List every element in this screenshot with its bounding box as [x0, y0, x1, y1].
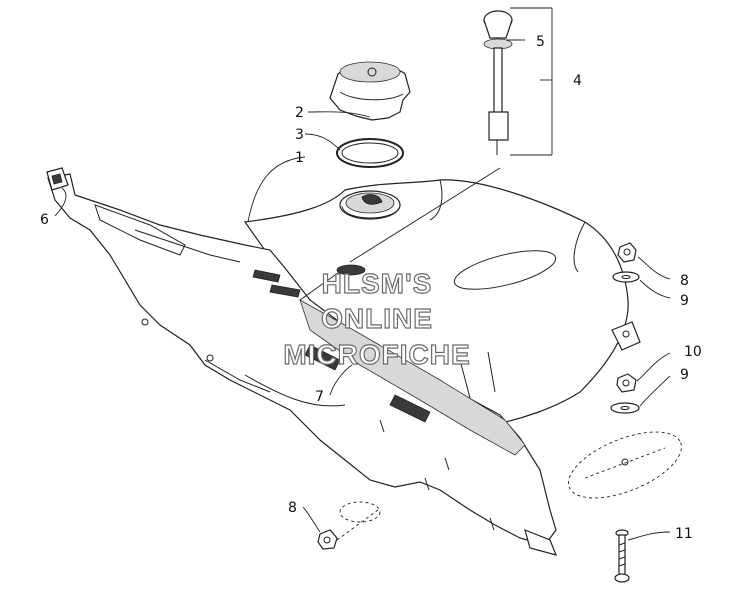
- washer-upper: [612, 271, 640, 283]
- callouts: 1 2 3 4 5 6 7 8 9 10 9 8 11: [40, 34, 702, 542]
- nut-lower: [616, 373, 637, 393]
- washer-lower: [610, 402, 640, 414]
- nut-bottom: [317, 501, 381, 550]
- cap-gasket: [336, 138, 404, 168]
- callout-9-lower: 9: [680, 367, 689, 383]
- sender-opening: [336, 264, 366, 276]
- callout-3: 3: [295, 127, 304, 143]
- callout-9-upper: 9: [680, 293, 689, 309]
- watermark-line-1: HLSM'S: [322, 268, 433, 299]
- callout-4: 4: [573, 73, 582, 89]
- callout-8-lower: 8: [288, 500, 297, 516]
- callout-11: 11: [675, 526, 693, 542]
- callout-1: 1: [295, 150, 304, 166]
- callout-2: 2: [295, 105, 304, 121]
- watermark: HLSM'S ONLINE MICROFICHE: [283, 267, 471, 370]
- fuel-tank: [243, 179, 641, 426]
- callout-5: 5: [536, 34, 545, 50]
- filler-neck: [339, 190, 401, 220]
- callout-8-upper: 8: [680, 273, 689, 289]
- leader-lines: [54, 8, 671, 541]
- callout-7: 7: [315, 389, 324, 405]
- tank-shroud: [47, 173, 558, 556]
- watermark-line-2: ONLINE: [321, 303, 433, 334]
- callout-10: 10: [684, 344, 702, 360]
- hose-clip: [46, 167, 69, 191]
- watermark-line-3: MICROFICHE: [283, 339, 470, 370]
- fuel-gauge-sender: [483, 7, 552, 156]
- fuel-cap: [329, 61, 411, 121]
- mount-plate: [568, 431, 682, 499]
- nut-upper: [617, 242, 637, 263]
- callout-6: 6: [40, 212, 49, 228]
- mounting-bolt: [614, 529, 630, 583]
